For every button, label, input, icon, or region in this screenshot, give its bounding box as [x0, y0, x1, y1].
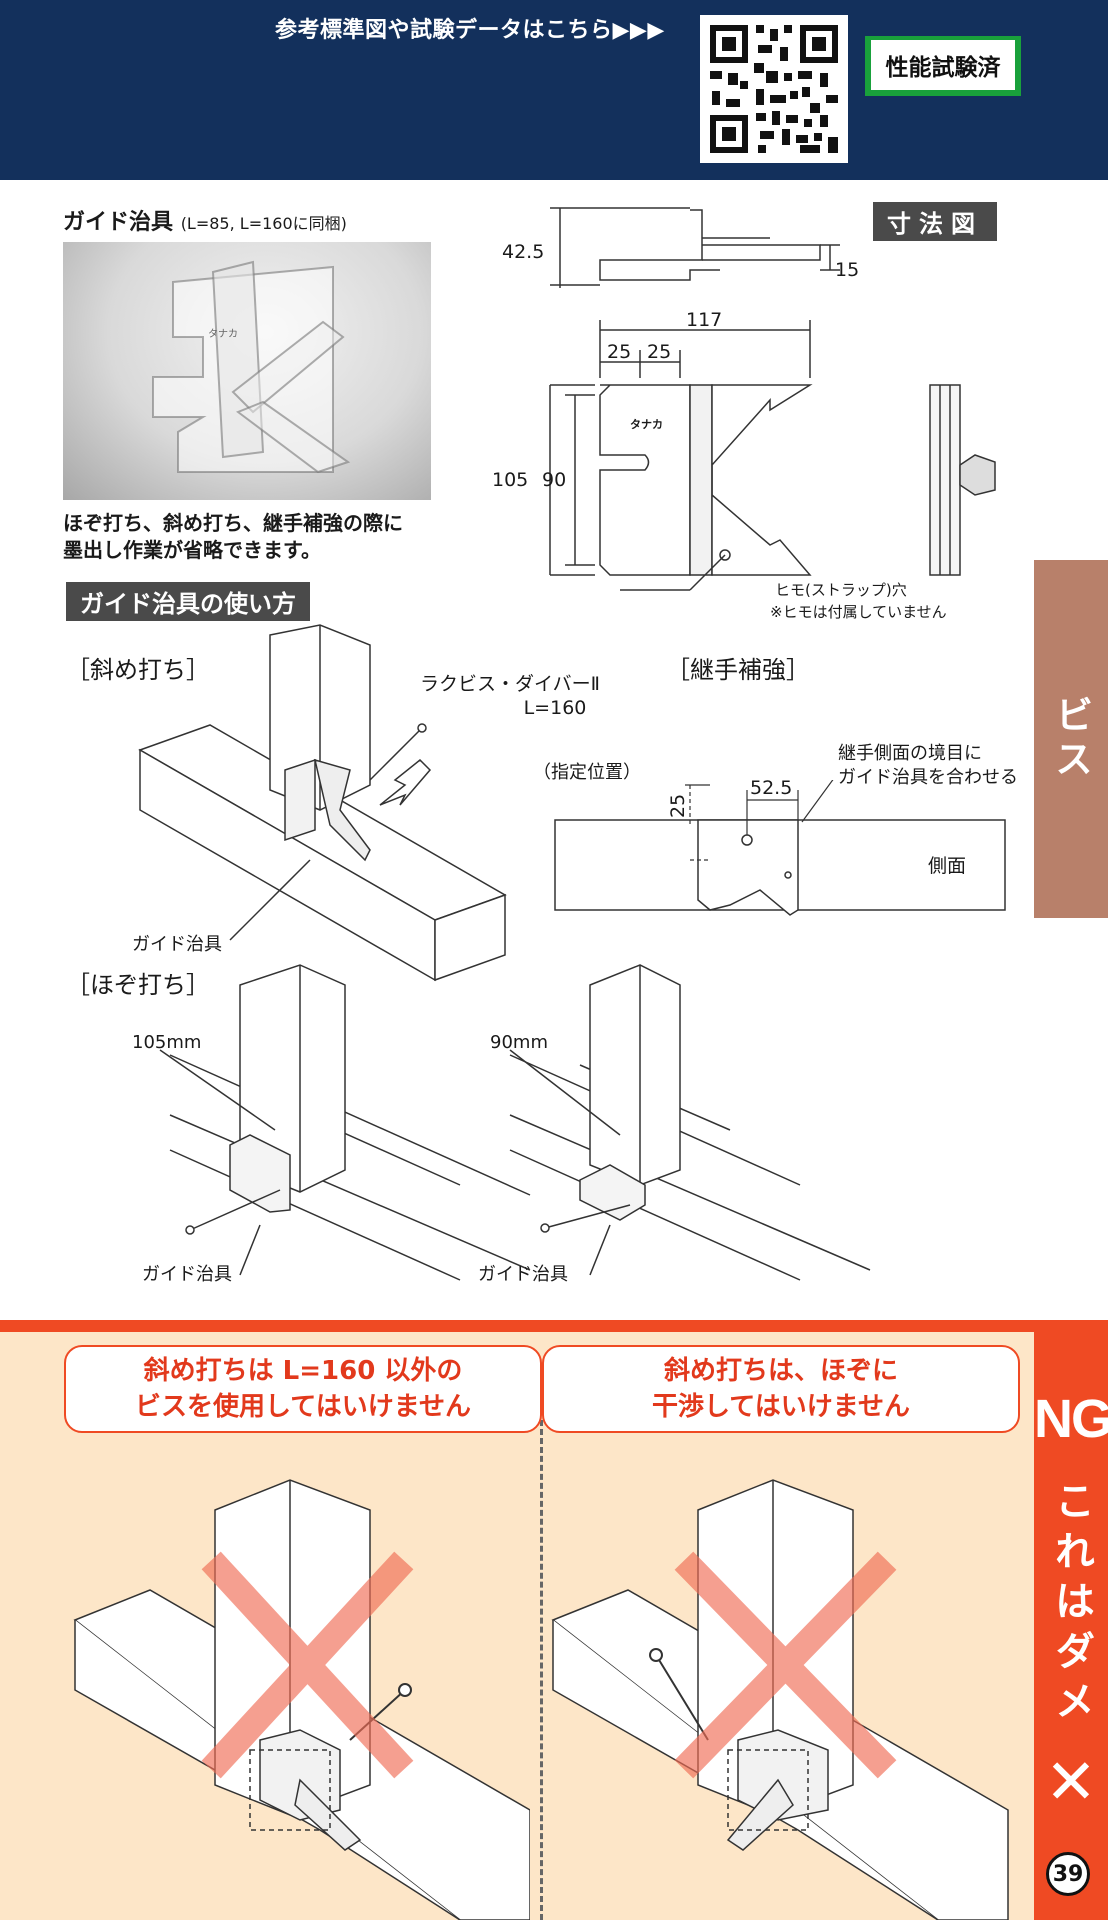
ng-diagram-left — [73, 1479, 530, 1920]
desc-line-1: ほぞ打ち、斜め打ち、継手補強の際に — [63, 511, 403, 535]
usage-title: ガイド治具の使い方 — [66, 582, 310, 621]
ng-subtitle: これはダメ — [1048, 1480, 1094, 1730]
ng-box-left: 斜め打ちは L=160 以外の ビスを使用してはいけません — [64, 1345, 542, 1433]
tenon-diagram-left: 105mm ガイド治具 — [132, 964, 531, 1285]
joint-note-line-1: 継手側面の境目に — [838, 743, 982, 764]
joint-position: （指定位置） — [533, 762, 641, 783]
strap-hole-label: ヒモ(ストラップ)穴 — [775, 581, 907, 599]
photo-brand: タナカ — [208, 328, 238, 340]
diagonal-screw-label: ラクビス・ダイバーⅡ L=160 — [420, 672, 600, 720]
tenon-dim-105: 105mm — [132, 1032, 201, 1053]
ng-left-line-2: ビスを使用してはいけません — [135, 1392, 471, 1422]
diagonal-heading: ［斜め打ち］ — [66, 656, 210, 684]
ng-x-icon: ✕ — [1045, 1745, 1097, 1818]
qr-code[interactable] — [700, 15, 848, 163]
dim-90: 90 — [542, 469, 566, 491]
strap-note: ※ヒモは付属していません — [770, 603, 947, 621]
joint-diagram: 25 52.5 側面 — [554, 780, 1006, 916]
side-tab-ng — [1034, 1320, 1108, 1920]
page-number: 39 — [1046, 1852, 1090, 1896]
joint-side-label: 側面 — [928, 855, 966, 877]
ng-diagram-right — [551, 1479, 1009, 1920]
tenon-heading: ［ほぞ打ち］ — [66, 971, 210, 999]
guide-tool-title: ガイド治具 (L=85, L=160に同梱) — [63, 204, 347, 236]
dim-15: 15 — [835, 259, 859, 281]
joint-note: 継手側面の境目に ガイド治具を合わせる — [838, 742, 1018, 790]
desc-line-2: 墨出し作業が省略できます。 — [63, 538, 321, 562]
guide-tool-desc: ほぞ打ち、斜め打ち、継手補強の際に 墨出し作業が省略できます。 — [63, 510, 403, 564]
tenon-guide-label-right: ガイド治具 — [478, 1264, 568, 1285]
diagonal-diagram: ガイド治具 — [132, 624, 507, 982]
side-tab-bis[interactable]: ビス — [1034, 560, 1108, 918]
diagonal-guide-label: ガイド治具 — [132, 934, 222, 955]
dimension-drawing-title: 寸法図 — [873, 202, 997, 241]
dim-117: 117 — [686, 309, 722, 331]
ng-divider — [540, 1420, 543, 1920]
dim-42-5: 42.5 — [502, 241, 544, 263]
dimension-drawing: 42.5 15 117 25 25 105 90 タナカ ヒモ(ストラップ)穴 … — [492, 207, 996, 621]
dim-105: 105 — [492, 469, 528, 491]
reference-link[interactable]: 参考標準図や試験データはこちら▶▶▶ — [275, 18, 665, 43]
ng-title: NG — [1034, 1389, 1108, 1449]
brand-mark: タナカ — [630, 418, 663, 431]
ng-top-band — [0, 1320, 1034, 1332]
joint-heading: ［継手補強］ — [666, 656, 810, 684]
tenon-diagram-right: 90mm ガイド治具 — [478, 964, 871, 1285]
guide-tool-title-text: ガイド治具 — [63, 210, 174, 235]
tenon-guide-label-left: ガイド治具 — [142, 1264, 232, 1285]
ng-left-line-1: 斜め打ちは L=160 以外の — [143, 1356, 463, 1386]
guide-tool-photo: タナカ — [63, 242, 431, 500]
screw-length: L=160 — [523, 697, 587, 719]
dim-25a: 25 — [607, 341, 631, 363]
joint-note-line-2: ガイド治具を合わせる — [838, 767, 1018, 788]
joint-dim-52-5: 52.5 — [750, 780, 792, 799]
performance-tested-badge: 性能試験済 — [871, 40, 1015, 90]
joint-dim-25: 25 — [667, 794, 689, 818]
guide-tool-note: (L=85, L=160に同梱) — [180, 214, 347, 233]
ng-box-right: 斜め打ちは、ほぞに 干渉してはいけません — [542, 1345, 1020, 1433]
ng-right-line-2: 干渉してはいけません — [652, 1392, 910, 1422]
tenon-dim-90: 90mm — [490, 1032, 548, 1053]
dim-25b: 25 — [647, 341, 671, 363]
screw-name: ラクビス・ダイバーⅡ — [420, 673, 600, 695]
ng-right-line-1: 斜め打ちは、ほぞに — [663, 1356, 898, 1386]
